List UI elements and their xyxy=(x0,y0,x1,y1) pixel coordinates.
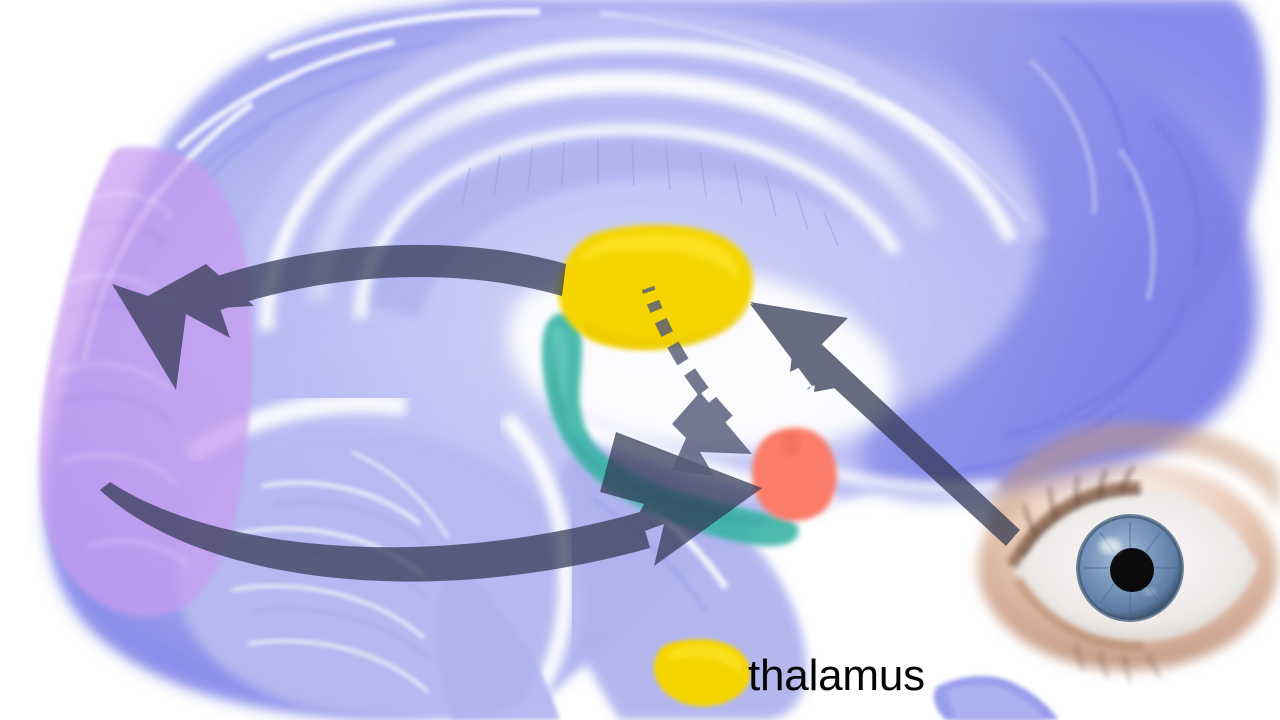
arrow-eye-to-thalamus xyxy=(750,302,1020,546)
legend-label-thalamus: thalamus xyxy=(748,651,925,700)
eye xyxy=(978,421,1280,683)
arrow-thalamus-to-amygdala-dashed xyxy=(641,285,752,476)
arrow-cortex-to-amygdala xyxy=(100,432,762,582)
corpus-callosum xyxy=(307,71,942,319)
occipital-cortex-region xyxy=(861,0,1258,499)
arrow-thalamus-to-cortex xyxy=(112,244,566,390)
gyrus-fragment xyxy=(933,675,1058,720)
brainstem-tail xyxy=(436,560,560,720)
structure-amygdala xyxy=(752,427,837,521)
structure-occipital-cortex xyxy=(38,146,253,618)
cingulate-ring xyxy=(230,9,1048,337)
legend-thalamus-swatch xyxy=(653,639,751,707)
structure-thalamus xyxy=(558,224,753,350)
